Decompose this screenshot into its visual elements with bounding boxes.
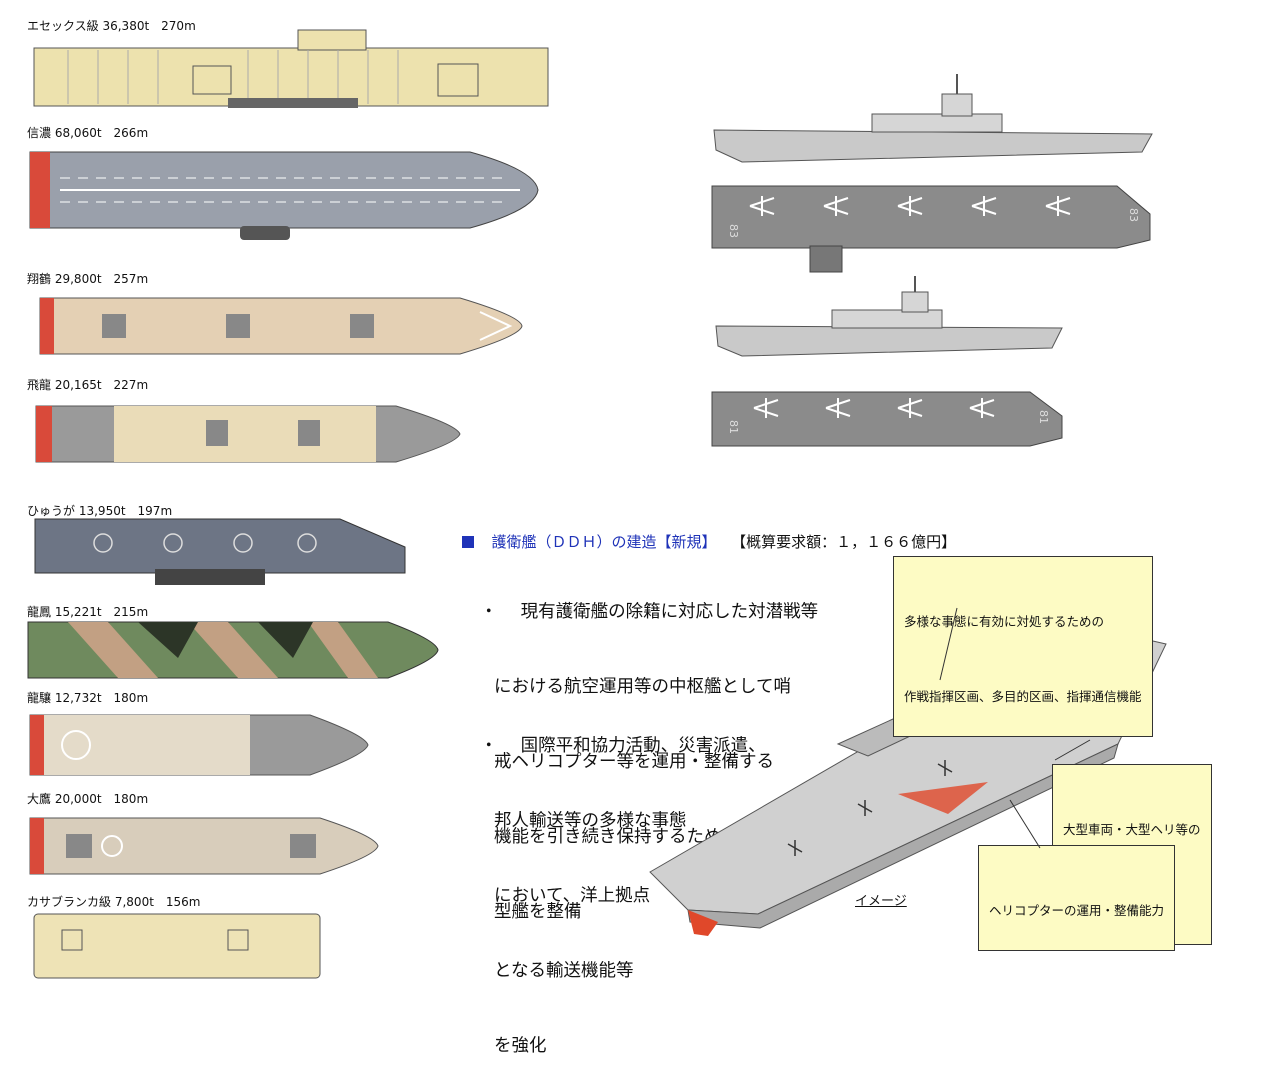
ship-label-ryuho: 龍鳳 15,221t 215m xyxy=(27,605,149,619)
ddh-plan-view-small: 81 81 xyxy=(711,390,1067,460)
ship-label-shokaku: 翔鶴 29,800t 257m xyxy=(27,272,149,286)
callout-command-functions: 多様な事態に有効に対処するための 作戦指揮区画、多目的区画、指揮通信機能 xyxy=(893,556,1153,737)
ship-label-hyuga: ひゅうが 13,950t 197m xyxy=(27,504,173,518)
ship-label-shinano: 信濃 68,060t 266m xyxy=(27,126,149,140)
ddh-side-view-small xyxy=(714,276,1069,366)
callout-helicopter-capacity: ヘリコプターの運用・整備能力 xyxy=(978,845,1176,951)
header-amount: 【概算要求額：１，１６６億円】 xyxy=(738,533,957,551)
ship-label-essex: エセックス級 36,380t 270m xyxy=(27,19,196,33)
hull-number-bottom-right: 81 xyxy=(1037,410,1050,424)
bullet-1: ・ 現有護衛艦の除籍に対応した対潜戦等 における航空運用等の中枢艦として哨 戒ヘ… xyxy=(480,602,819,922)
ship-shinano xyxy=(29,140,550,240)
ddh-side-view-large xyxy=(712,72,1162,167)
header-square-icon xyxy=(461,536,474,548)
hull-number-top-left: 83 xyxy=(727,224,740,238)
section-header: 護衛艦（ＤＤＨ）の建造【新規】 【概算要求額：１，１６６億円】 xyxy=(452,513,956,552)
ship-casablanca xyxy=(32,908,327,988)
hull-number-bottom-left: 81 xyxy=(727,420,740,434)
ddh-plan-view-large: 83 83 xyxy=(711,185,1162,276)
ship-ryujo xyxy=(29,707,370,787)
ship-label-hiryu: 飛龍 20,165t 227m xyxy=(27,378,149,392)
header-title: 護衛艦（ＤＤＨ）の建造【新規】 xyxy=(491,533,717,551)
ship-label-casablanca: カサブランカ級 7,800t 156m xyxy=(27,895,201,909)
ship-taiyo xyxy=(29,810,380,880)
image-caption: イメージ xyxy=(855,894,907,909)
hull-number-top-right: 83 xyxy=(1127,208,1140,222)
ship-label-taiyo: 大鷹 20,000t 180m xyxy=(27,792,149,806)
ship-essex xyxy=(28,28,553,118)
ship-hiryu xyxy=(35,396,466,476)
ship-hyuga xyxy=(34,517,410,597)
ship-label-ryujo: 龍驤 12,732t 180m xyxy=(27,691,149,705)
callout-leader-lines xyxy=(939,607,1091,849)
ship-ryuho xyxy=(27,618,443,688)
ship-shokaku xyxy=(39,292,525,362)
